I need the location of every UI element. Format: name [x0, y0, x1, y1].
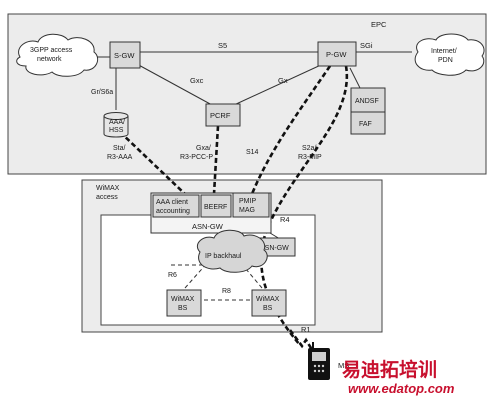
sgw-node: [109, 41, 141, 69]
ip-backhaul-label: IP backhaul: [205, 253, 242, 260]
aaa-client-node: [152, 194, 200, 218]
sta-label-line1: Sta/: [113, 145, 126, 152]
watermark-url: www.edatop.com: [348, 381, 455, 396]
ms-phone-icon: [308, 342, 330, 380]
threegpp-cloud: 3GPP access network: [16, 33, 99, 77]
wimax-access-label-line1: WiMAX: [96, 185, 120, 192]
beerf-node: [200, 194, 232, 218]
ms-label: MS: [338, 361, 349, 370]
sgw-label: S-GW: [114, 51, 135, 60]
s5-label: S5: [218, 41, 227, 50]
bs-right-label-line2: BS: [263, 305, 273, 312]
pcrf-label: PCRF: [210, 111, 231, 120]
bs-left-label-line2: BS: [178, 305, 188, 312]
r8-label: R8: [222, 288, 231, 295]
bs-right-node: [251, 289, 287, 317]
pmip-node: [232, 192, 270, 218]
gx-link: [233, 63, 324, 106]
r4-label: R4: [280, 215, 290, 224]
s2a-label-line1: S2a/: [302, 145, 316, 152]
aaa-client-label-line1: AAA client: [156, 199, 188, 206]
watermark-cn: 易迪拓培训: [342, 358, 437, 381]
r6-label-left: R6: [168, 272, 177, 279]
gxc-link: [134, 62, 213, 106]
aaa-client-label-line2: accounting: [156, 208, 190, 215]
pgw-node: [317, 41, 357, 67]
sta-label-line2: R3-AAA: [107, 154, 133, 161]
sta-path: [119, 131, 186, 195]
andsf-label: ANDSF: [355, 98, 379, 105]
wimax-access-label-line2: access: [96, 194, 118, 201]
bs-right-label-line1: WiMAX: [256, 296, 280, 303]
gxc-label: Gxc: [190, 76, 204, 85]
gx-label: Gx: [278, 76, 288, 85]
threegpp-label-line2: network: [37, 56, 62, 63]
sgi-label: SGi: [360, 41, 373, 50]
gxa-path: [212, 125, 220, 195]
beerf-label: BEERF: [204, 204, 227, 211]
pmip-label-line1: PMIP: [239, 198, 256, 205]
aaa-label-line1: AAA/: [109, 119, 125, 126]
internet-cloud: Internet/ PDN: [414, 33, 485, 76]
gxa-label-line2: R3-PCC-P: [180, 154, 213, 161]
threegpp-label-line1: 3GPP access: [30, 47, 73, 54]
aaa-hss-database: AAA/ HSS: [103, 112, 129, 138]
s14-label: S14: [246, 149, 259, 156]
gxa-label-line1: Gxa/: [196, 145, 211, 152]
gr-label: Gr/S6a: [91, 89, 113, 96]
s2a-path: [250, 65, 332, 195]
pmip-label-line2: MAG: [239, 207, 255, 214]
pgw-label: P-GW: [326, 50, 347, 59]
faf-node: [350, 111, 386, 135]
r1-label: R1: [301, 325, 311, 334]
aaa-label-line2: HSS: [109, 127, 124, 134]
pgw-andsf-link: [349, 67, 361, 89]
internet-label-line2: PDN: [438, 57, 453, 64]
ip-backhaul-cloud: IP backhaul: [196, 229, 268, 273]
s2a-label-line2: R3-MIP: [298, 154, 322, 161]
asngw-main-label: ASN-GW: [192, 222, 224, 231]
asngw-side-label: ASN-GW: [260, 245, 289, 252]
faf-label: FAF: [359, 121, 372, 128]
epc-label: EPC: [371, 20, 387, 29]
bs-left-node: [166, 289, 202, 317]
pcrf-node: [205, 103, 241, 127]
bs-left-label-line1: WiMAX: [171, 296, 195, 303]
internet-label-line1: Internet/: [431, 48, 457, 55]
